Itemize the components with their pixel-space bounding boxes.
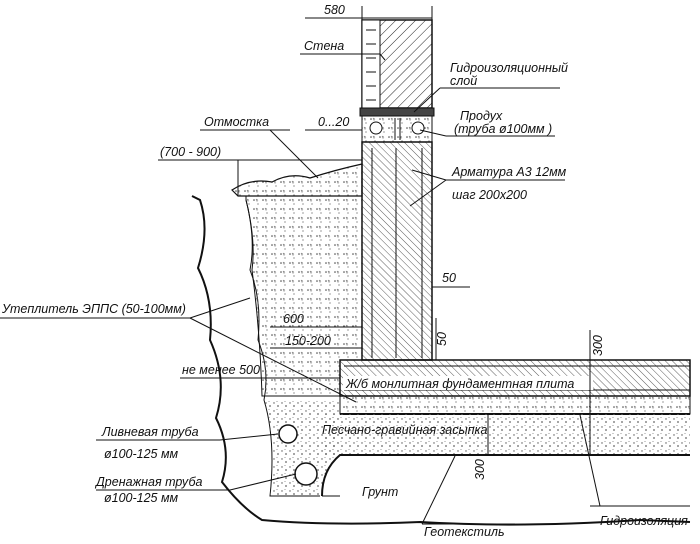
waterproof-layer (359, 107, 435, 117)
dim-300-label-a: 300 (591, 335, 605, 356)
vent-pipe-2 (411, 121, 425, 135)
dim-150-200-label: 150-200 (285, 334, 331, 348)
rebar-label-1: Арматура А3 12мм (451, 165, 567, 179)
waterproofing-label: Гидроизоляция (600, 514, 688, 528)
drain-pipe-label-1: Дренажная труба (94, 475, 202, 489)
slab-insulation (339, 395, 691, 415)
gap-label: 0...20 (318, 115, 349, 129)
slab-label: Ж/б монлитная фундаментная плита (345, 377, 574, 391)
blind-area (231, 163, 363, 197)
width-range-label: (700 - 900) (160, 145, 221, 159)
geotextile-label: Геотекстиль (424, 525, 505, 539)
backfill-label: Песчано-гравийная засыпка (322, 423, 487, 437)
ground-outline (191, 195, 691, 526)
rebar-label-2: шаг 200х200 (452, 188, 527, 202)
insulation-region (245, 195, 363, 397)
drain-pipe-label-2: ø100-125 мм (104, 491, 179, 505)
drain-pipe (294, 462, 318, 486)
wall-label: Стена (304, 39, 344, 53)
insulation-label: Утеплитель ЭППС (50-100мм) (1, 302, 186, 316)
storm-pipe (278, 424, 298, 444)
backfill-under-slab (322, 414, 690, 456)
foundation-wall (361, 141, 433, 361)
storm-pipe-label-2: ø100-125 мм (104, 447, 179, 461)
storm-pipe-label-1: Ливневая труба (101, 425, 199, 439)
wall-masonry (361, 19, 381, 109)
ground-inner (245, 199, 320, 497)
dim-50-label-a: 50 (442, 271, 456, 285)
dim-50-label-b: 50 (435, 332, 449, 346)
dim-580-label: 580 (324, 3, 345, 17)
blind-area-label: Отмостка (204, 115, 269, 129)
vent-label-2: (труба ø100мм ) (454, 122, 552, 136)
soil-label: Грунт (362, 485, 398, 499)
dim-300-label-b: 300 (473, 459, 487, 480)
min-500-label: не менее 500 (182, 363, 260, 377)
waterproof-layer-label-2: слой (450, 74, 477, 88)
dim-600-label: 600 (283, 312, 304, 326)
waterproof-layer-label-1: Гидроизоляционный (450, 61, 568, 75)
vent-pipe (369, 121, 383, 135)
vent-label-1: Продух (460, 109, 503, 123)
backfill-side (262, 400, 340, 496)
